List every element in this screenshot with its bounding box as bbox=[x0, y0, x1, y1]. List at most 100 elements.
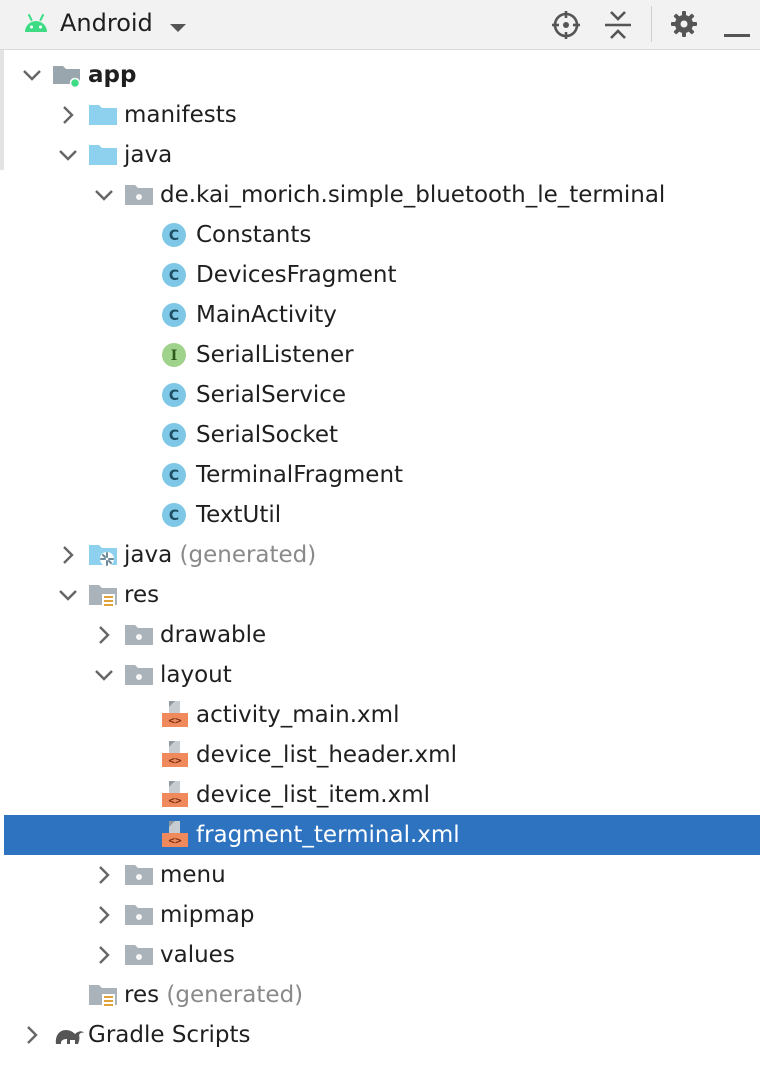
resource-folder-icon bbox=[88, 982, 117, 1008]
interface-icon: I bbox=[160, 341, 188, 367]
chevron-right-icon[interactable] bbox=[58, 105, 78, 125]
tree-row[interactable]: layout bbox=[4, 655, 760, 695]
package-icon bbox=[124, 942, 153, 968]
tree-row[interactable]: <> fragment_terminal.xml bbox=[4, 815, 760, 855]
svg-text:C: C bbox=[169, 388, 179, 404]
tree-item-label: fragment_terminal.xml bbox=[196, 822, 460, 848]
chevron-down-icon[interactable] bbox=[22, 65, 42, 85]
tree-item-label: device_list_item.xml bbox=[196, 782, 431, 808]
chevron-right-icon[interactable] bbox=[94, 625, 114, 645]
svg-text:<>: <> bbox=[168, 834, 182, 847]
chevron-right-icon[interactable] bbox=[22, 1025, 42, 1045]
svg-text:C: C bbox=[169, 468, 179, 484]
package-icon bbox=[124, 902, 153, 928]
locate-icon[interactable] bbox=[551, 10, 581, 44]
folder-icon bbox=[88, 102, 117, 128]
tree-row[interactable]: Gradle Scripts bbox=[4, 1015, 760, 1055]
tree-row[interactable]: <> device_list_header.xml bbox=[4, 735, 760, 775]
chevron-down-icon[interactable] bbox=[58, 585, 78, 605]
tree-item-label: SerialListener bbox=[196, 342, 354, 368]
tree-item-label: Constants bbox=[196, 222, 312, 248]
resource-folder-icon bbox=[88, 582, 117, 608]
tree-row[interactable]: C SerialService bbox=[4, 375, 760, 415]
android-icon[interactable] bbox=[22, 12, 50, 38]
layout-xml-icon: <> bbox=[160, 819, 188, 847]
svg-text:I: I bbox=[171, 348, 178, 364]
minimize-icon[interactable] bbox=[724, 23, 750, 42]
tree-row[interactable]: res bbox=[4, 575, 760, 615]
tree-row[interactable]: <> activity_main.xml bbox=[4, 695, 760, 735]
tree-row[interactable]: menu bbox=[4, 855, 760, 895]
tree-row[interactable]: C SerialSocket bbox=[4, 415, 760, 455]
tree-item-label: DevicesFragment bbox=[196, 262, 397, 288]
svg-text:C: C bbox=[169, 508, 179, 524]
tree-item-label: MainActivity bbox=[196, 302, 337, 328]
class-icon: C bbox=[160, 421, 188, 447]
tree-row[interactable]: <> device_list_item.xml bbox=[4, 775, 760, 815]
tree-item-label: layout bbox=[160, 662, 232, 688]
tree-row[interactable]: mipmap bbox=[4, 895, 760, 935]
tree-row[interactable]: I SerialListener bbox=[4, 335, 760, 375]
tree-row[interactable]: res (generated) bbox=[4, 975, 760, 1015]
chevron-right-icon[interactable] bbox=[94, 945, 114, 965]
tree-item-label: res (generated) bbox=[124, 982, 304, 1008]
view-mode-selector[interactable]: Android bbox=[60, 9, 153, 37]
tree-item-label: activity_main.xml bbox=[196, 702, 400, 728]
chevron-down-icon[interactable] bbox=[94, 185, 114, 205]
svg-text:<>: <> bbox=[168, 754, 182, 767]
chevron-right-icon[interactable] bbox=[58, 545, 78, 565]
svg-text:C: C bbox=[169, 308, 179, 324]
tree-row[interactable]: C Constants bbox=[4, 215, 760, 255]
tree-item-label: manifests bbox=[124, 102, 237, 128]
layout-xml-icon: <> bbox=[160, 739, 188, 767]
package-icon bbox=[124, 622, 153, 648]
generated-folder-icon bbox=[88, 542, 117, 568]
tree-item-label: res bbox=[124, 582, 160, 608]
tree-row[interactable]: C TextUtil bbox=[4, 495, 760, 535]
folder-icon bbox=[88, 142, 117, 168]
class-icon: C bbox=[160, 461, 188, 487]
class-icon: C bbox=[160, 501, 188, 527]
tree-item-label: TextUtil bbox=[196, 502, 282, 528]
tree-row[interactable]: java bbox=[4, 135, 760, 175]
tree-row[interactable]: drawable bbox=[4, 615, 760, 655]
collapse-all-icon[interactable] bbox=[603, 9, 633, 45]
svg-text:C: C bbox=[169, 428, 179, 444]
tree-row[interactable]: manifests bbox=[4, 95, 760, 135]
project-toolbar: Android bbox=[0, 0, 760, 50]
tree-row[interactable]: java (generated) bbox=[4, 535, 760, 575]
svg-text:C: C bbox=[169, 228, 179, 244]
tree-row[interactable]: de.kai_morich.simple_bluetooth_le_termin… bbox=[4, 175, 760, 215]
package-icon bbox=[124, 182, 153, 208]
gear-icon[interactable] bbox=[670, 10, 698, 42]
tree-item-label: de.kai_morich.simple_bluetooth_le_termin… bbox=[160, 182, 666, 208]
chevron-down-icon[interactable] bbox=[58, 145, 78, 165]
tree-item-label: SerialSocket bbox=[196, 422, 339, 448]
tree-item-label: device_list_header.xml bbox=[196, 742, 457, 768]
layout-xml-icon: <> bbox=[160, 699, 188, 727]
gradle-icon bbox=[52, 1022, 84, 1048]
chevron-right-icon[interactable] bbox=[94, 905, 114, 925]
dropdown-arrow-icon[interactable] bbox=[168, 19, 188, 38]
chevron-right-icon[interactable] bbox=[94, 865, 114, 885]
tree-item-label: menu bbox=[160, 862, 226, 888]
svg-text:<>: <> bbox=[168, 794, 182, 807]
tree-item-label: TerminalFragment bbox=[196, 462, 404, 488]
chevron-down-icon[interactable] bbox=[94, 665, 114, 685]
class-icon: C bbox=[160, 381, 188, 407]
tree-row[interactable]: values bbox=[4, 935, 760, 975]
toolbar-separator bbox=[651, 6, 652, 42]
tree-item-label: SerialService bbox=[196, 382, 347, 408]
tree-item-label: app bbox=[88, 62, 137, 88]
class-icon: C bbox=[160, 301, 188, 327]
tree-item-label: Gradle Scripts bbox=[88, 1022, 251, 1048]
tree-row[interactable]: app bbox=[4, 55, 760, 95]
tree-row[interactable]: C MainActivity bbox=[4, 295, 760, 335]
tree-row[interactable]: C TerminalFragment bbox=[4, 455, 760, 495]
package-icon bbox=[124, 662, 153, 688]
tree-item-suffix: (generated) bbox=[172, 542, 317, 568]
tree-item-label: java bbox=[124, 142, 173, 168]
tree-item-label: values bbox=[160, 942, 235, 968]
layout-xml-icon: <> bbox=[160, 779, 188, 807]
